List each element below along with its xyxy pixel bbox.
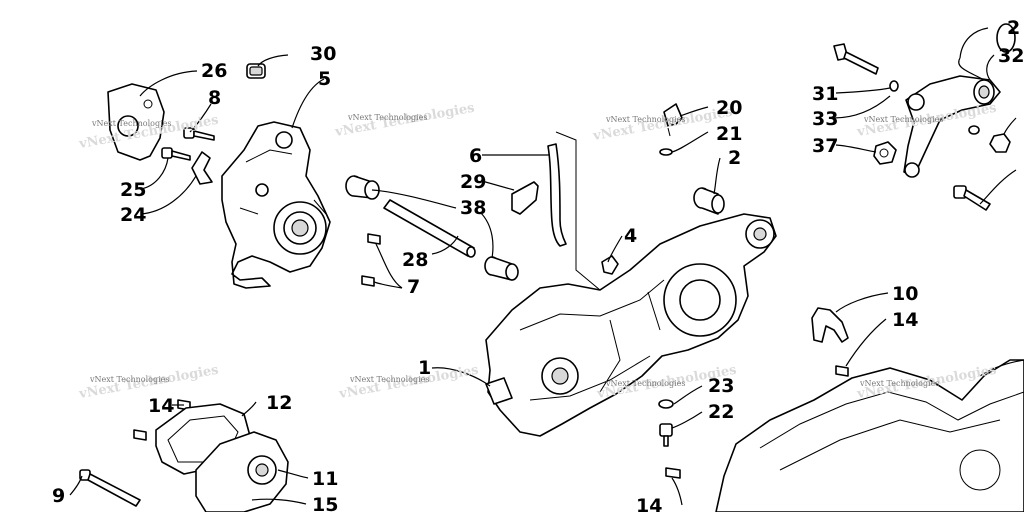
callout-2-middle: 2 [728,147,741,169]
watermark-6: vNext Technologies [605,115,685,124]
link-plate [903,75,1001,178]
callout-14-left: 14 [148,395,174,417]
clip-24 [191,151,213,185]
watermark-2: vNext Technologies [91,119,171,128]
callout-1: 1 [418,357,431,379]
callout-6: 6 [469,145,482,167]
washer-33 [889,80,899,92]
callout-23: 23 [708,375,734,397]
cover-right [715,359,1024,512]
watermark-12: vNext Technologies [349,375,429,384]
pin-14-bottom [665,467,681,479]
washer-21 [659,148,673,156]
callout-28: 28 [402,249,428,271]
dowel-pin-7b [361,275,375,287]
callout-38: 38 [460,197,486,219]
watermark-8: vNext Technologies [863,115,943,124]
callout-29: 29 [460,171,486,193]
bolt-25 [161,147,191,161]
callout-21: 21 [716,123,742,145]
bolt-31 [833,43,879,75]
callout-14-right: 14 [892,309,918,331]
bushing-32 [973,79,995,105]
callout-32: 32 [998,45,1024,67]
callout-labels: 26 30 8 5 25 24 6 29 38 28 7 20 21 2 4 1… [52,17,1024,512]
pin-14-right [835,365,849,377]
bushing-38-upper [345,175,380,200]
nut-37 [873,141,897,165]
bushing-2-middle [693,187,725,215]
leader-lines [69,27,1024,506]
crankcase-half-5 [221,121,331,289]
bolt-22 [659,423,673,447]
bushing-2-top [996,23,1016,53]
callout-12: 12 [266,392,292,414]
bushing-38-lower [484,256,519,281]
crankcase-1 [485,213,777,437]
watermark-4: vNext Technologies [347,113,427,122]
washer-right [968,125,980,135]
washer-23 [658,399,674,409]
bracket-29 [511,181,539,215]
bolt-9 [79,469,141,507]
tube-bracket-line [555,131,601,291]
callout-37: 37 [812,135,838,157]
shaft-28 [383,199,476,258]
vent-tube-6 [547,143,567,247]
callout-22: 22 [708,401,734,423]
gasket-plate-26 [107,83,165,161]
callout-14-bottom: 14 [636,495,662,512]
callout-7: 7 [407,276,420,298]
callout-25: 25 [120,179,146,201]
watermark-14: vNext Technologies [605,379,685,388]
plug-20 [663,103,683,137]
callout-4: 4 [624,225,637,247]
bolt-8 [183,127,215,141]
callout-10: 10 [892,283,918,305]
nut-right [989,133,1011,153]
dowel-pin-7a [367,233,381,245]
callout-8: 8 [208,87,221,109]
callout-5: 5 [318,68,331,90]
plug-nut-30 [246,63,266,79]
callout-24: 24 [120,204,146,226]
callout-9: 9 [52,485,65,507]
bolt-right [953,185,991,211]
clamp-10 [811,307,849,343]
cover-11 [195,431,289,512]
callout-26: 26 [201,60,227,82]
watermark-16: vNext Technologies [859,379,939,388]
pin-14-left-b [133,429,147,441]
callout-11: 11 [312,468,338,490]
callout-33: 33 [812,108,838,130]
callout-31: 31 [812,83,838,105]
callout-15: 15 [312,494,338,512]
callout-2-top: 2 [1007,17,1020,39]
callout-30: 30 [310,43,336,65]
watermark-5: vNext Technologies [591,105,734,144]
watermark-10: vNext Technologies [89,375,169,384]
callout-20: 20 [716,97,742,119]
